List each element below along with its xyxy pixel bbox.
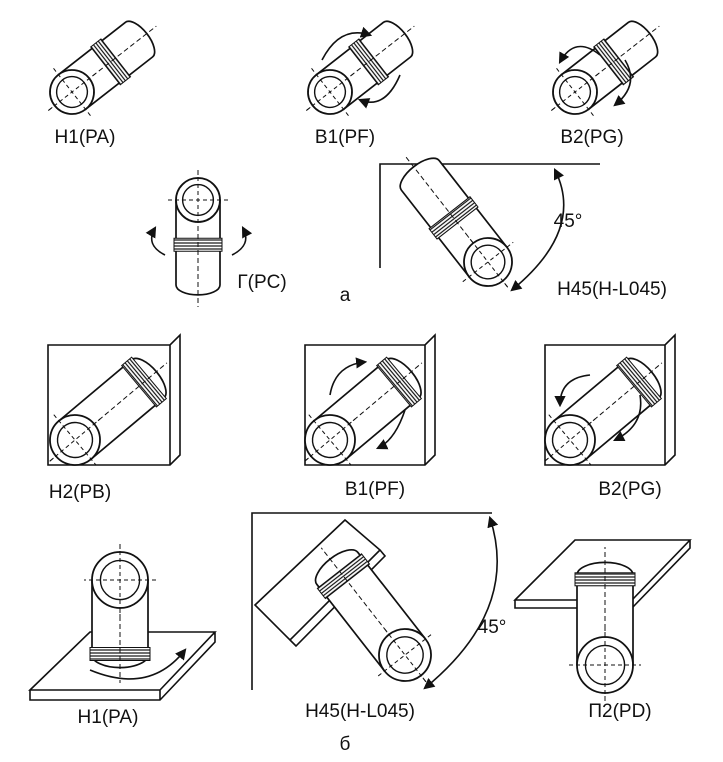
label-angle-45-b: 45° [477,617,507,638]
pipe-b2-b [544,356,663,466]
pipe-g-a [168,170,228,307]
pipe-h2-b [49,356,168,466]
label-h2-pb: H2(PB) [48,482,112,503]
pipe-b1-a [306,20,415,116]
label-b2-pg-b: B2(PG) [598,479,662,500]
label-h1-pa-b: H1(PA) [77,707,139,728]
label-b1-pf: B1(PF) [314,127,376,148]
label-g-pc: Г(PC) [237,272,287,293]
label-h1-pa: H1(PA) [54,127,116,148]
pipe-b2-a [551,20,660,116]
label-h45-a: H45(H-L045) [557,279,667,300]
pipe-h45-b [314,547,433,683]
pipe-h1-b [84,544,156,683]
pipe-b1-b [304,356,423,466]
arrows [89,26,642,690]
pipe-h1-a [48,20,157,116]
pipe-p2-b [569,547,641,701]
pipe-h45-a [399,156,514,288]
section-label-b: б [339,734,351,755]
label-b2-pg: B2(PG) [560,127,624,148]
angle-frames [251,163,600,690]
label-h45-b: H45(H-L045) [305,701,415,722]
label-b1-pf-b: B1(PF) [344,479,406,500]
label-angle-45-a: 45° [553,211,583,232]
section-label-a: а [339,285,351,306]
label-p2-pd: П2(PD) [588,701,652,722]
